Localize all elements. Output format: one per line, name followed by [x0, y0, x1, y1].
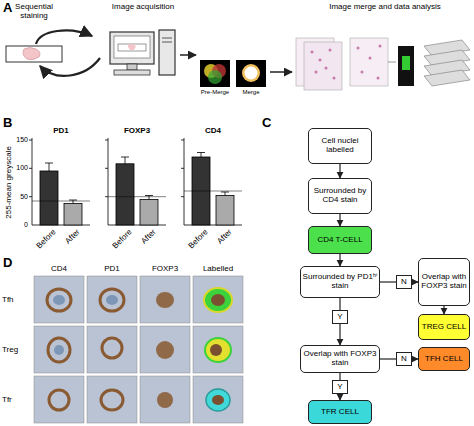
category-label: Before: [104, 228, 134, 258]
branch-box: N: [396, 352, 412, 366]
image-caption: Merge: [233, 89, 269, 96]
computer-illustration: [110, 30, 196, 75]
node-text: N: [401, 355, 407, 364]
row-header: Treg: [2, 346, 32, 355]
flow-arrow: [412, 281, 418, 282]
panel-letter: B: [3, 116, 23, 130]
slide-illustration: [6, 30, 100, 75]
node-text: N: [401, 278, 407, 287]
flow-arrow: [380, 281, 396, 282]
tick-label: 100: [10, 164, 28, 172]
flow-arrow: [339, 298, 340, 310]
node-text: Y: [337, 313, 342, 322]
process-box: Surrounded by CD4 stain: [308, 178, 372, 214]
category-label: Before: [28, 228, 58, 258]
branch-box: Y: [332, 380, 348, 394]
column-header: Labelled: [193, 265, 243, 274]
result-box: TREG CELL: [418, 314, 470, 340]
column-header: PD1: [87, 265, 137, 274]
flow-arrow: [339, 254, 340, 266]
flow-arrow: [339, 164, 340, 178]
column-header: FOXP3: [140, 265, 190, 274]
result-box: TFR CELL: [308, 400, 372, 424]
flow-arrow: [339, 324, 340, 345]
row-header: Tfh: [2, 296, 32, 305]
step-caption: Image merge and data analysis: [325, 3, 445, 12]
node-text: Surrounded by PD1ʰⁱ stain: [302, 273, 378, 291]
row-header: Tfr: [2, 396, 32, 405]
node-text: CD4 T-CELL: [317, 236, 362, 245]
result-box: TFH CELL: [418, 347, 470, 371]
chart-title: FOXP3: [108, 127, 166, 136]
flow-arrow: [380, 358, 396, 359]
panel-letter: D: [3, 256, 23, 270]
panel-letter: C: [262, 116, 282, 130]
step-caption: Sequential staining: [2, 3, 66, 21]
node-text: TREG CELL: [422, 323, 466, 332]
result-box: CD4 T-CELL: [308, 226, 372, 254]
flow-arrow: [339, 373, 340, 380]
process-box: Overlap with FOXP3 stain: [300, 345, 380, 373]
node-text: TFH CELL: [425, 355, 463, 364]
tick-label: 50: [10, 193, 28, 201]
node-text: Overlap with FOXP3 stain: [420, 273, 468, 291]
bar-chart: [29, 138, 242, 225]
tick-label: 0: [10, 221, 28, 229]
chart-title: CD4: [184, 127, 242, 136]
flow-arrow: [443, 306, 444, 314]
flow-arrow: [339, 214, 340, 226]
chart-title: PD1: [32, 127, 90, 136]
micrograph-grid: [34, 276, 243, 423]
node-text: Y: [337, 383, 342, 392]
process-box: Overlap with FOXP3 stain: [418, 258, 470, 306]
flow-arrow: [412, 358, 418, 359]
node-text: Cell nuclei labelled: [310, 137, 370, 155]
category-label: Before: [180, 228, 210, 258]
analysis-stack: [296, 38, 470, 90]
axis-title: 255-mean greyscale: [5, 137, 14, 227]
node-text: Surrounded by CD4 stain: [310, 187, 370, 205]
merge-illustration: [200, 60, 292, 87]
node-text: TFR CELL: [321, 408, 359, 417]
branch-box: N: [396, 275, 412, 289]
process-box: Surrounded by PD1ʰⁱ stain: [300, 266, 380, 298]
image-caption: Pre-Merge: [197, 89, 233, 96]
tick-label: 150: [10, 136, 28, 144]
branch-box: Y: [332, 310, 348, 324]
node-text: Overlap with FOXP3 stain: [302, 350, 378, 368]
step-caption: Image acquisition: [106, 3, 180, 12]
flow-arrow: [339, 394, 340, 400]
process-box: Cell nuclei labelled: [308, 128, 372, 164]
column-header: CD4: [34, 265, 84, 274]
